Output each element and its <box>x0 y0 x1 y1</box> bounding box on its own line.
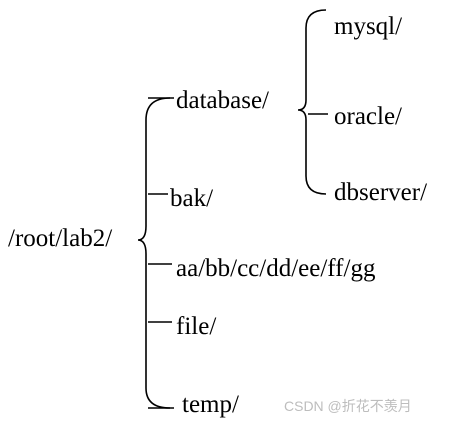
tree-node-mysql: mysql/ <box>334 13 403 40</box>
tree-node-bak: bak/ <box>170 185 214 212</box>
tree-root-label: /root/lab2/ <box>8 225 113 252</box>
tree-node-database: database/ <box>176 87 270 114</box>
database-brace <box>297 9 327 195</box>
tree-node-temp: temp/ <box>182 391 239 418</box>
root-brace <box>137 97 171 409</box>
watermark-text: CSDN @折花不羡月 <box>284 398 412 414</box>
tree-node-oracle: oracle/ <box>334 103 403 130</box>
tree-node-aa-path: aa/bb/cc/dd/ee/ff/gg <box>176 255 376 282</box>
tree-node-file: file/ <box>176 313 217 340</box>
tree-node-dbserver: dbserver/ <box>334 179 428 206</box>
